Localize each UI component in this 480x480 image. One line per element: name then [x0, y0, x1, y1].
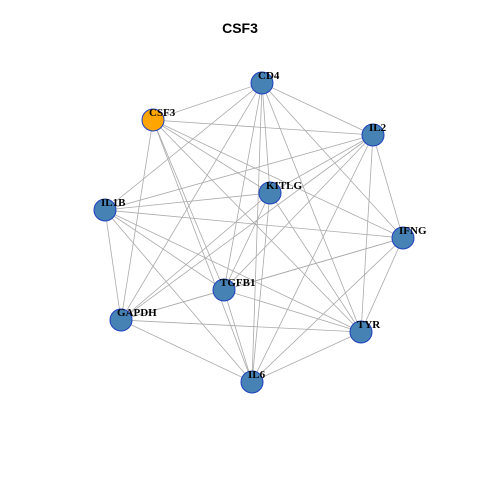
edge-il1b-tyr — [104, 209, 362, 333]
edge-csf3-tgfb1 — [152, 119, 225, 291]
edge-il2-gapdh — [120, 134, 374, 321]
node-label-tyr: TYR — [357, 319, 381, 331]
node-ifng: IFNG — [391, 225, 427, 250]
edge-csf3-gapdh — [120, 119, 154, 321]
node-il1b: IL1B — [93, 197, 126, 222]
edge-il1b-gapdh — [104, 209, 122, 321]
edge-il2-kitlg — [269, 134, 374, 194]
node-circle-il2 — [361, 123, 385, 147]
node-circle-cd4 — [250, 71, 274, 95]
edge-csf3-il2 — [152, 119, 374, 136]
node-tgfb1: TGFB1 — [212, 277, 255, 302]
node-circle-kitlg — [258, 181, 282, 205]
edge-cd4-tyr — [261, 82, 362, 333]
edge-cd4-csf3 — [152, 82, 263, 121]
edge-tgfb1-tyr — [223, 289, 362, 333]
edge-tyr-il6 — [251, 331, 362, 383]
edge-il1b-tgfb1 — [104, 209, 225, 291]
edge-kitlg-tgfb1 — [223, 192, 271, 291]
edge-il1b-il6 — [104, 209, 253, 383]
edge-gapdh-il6 — [120, 319, 253, 383]
node-label-il2: IL2 — [369, 122, 387, 134]
edge-cd4-tgfb1 — [223, 82, 263, 291]
edge-il2-tyr — [360, 134, 374, 333]
edge-cd4-il6 — [251, 82, 263, 383]
node-label-ifng: IFNG — [399, 225, 427, 237]
node-il6: IL6 — [240, 369, 266, 394]
edge-ifng-tyr — [360, 237, 404, 333]
edge-il2-il1b — [104, 134, 374, 211]
node-label-csf3: CSF3 — [149, 107, 176, 119]
edge-kitlg-tyr — [269, 192, 362, 333]
node-gapdh: GAPDH — [109, 307, 157, 332]
edge-il2-tgfb1 — [223, 134, 374, 291]
node-circle-gapdh — [109, 308, 133, 332]
edge-cd4-gapdh — [120, 82, 263, 321]
node-circle-csf3 — [141, 108, 165, 132]
edge-tgfb1-gapdh — [120, 289, 225, 321]
diagram-title: CSF3 — [222, 20, 258, 36]
node-label-gapdh: GAPDH — [117, 307, 157, 319]
node-circle-tgfb1 — [212, 278, 236, 302]
edge-cd4-ifng — [261, 82, 404, 239]
node-circle-il6 — [240, 370, 264, 394]
edge-il1b-ifng — [104, 209, 404, 239]
node-circle-tyr — [349, 320, 373, 344]
edge-kitlg-il6 — [251, 192, 271, 383]
node-csf3: CSF3 — [141, 107, 176, 132]
edge-cd4-il2 — [261, 82, 374, 136]
edge-kitlg-il1b — [104, 192, 271, 211]
node-cd4: CD4 — [250, 70, 280, 95]
node-circle-ifng — [391, 226, 415, 250]
edge-csf3-ifng — [152, 119, 404, 239]
node-kitlg: KITLG — [258, 180, 303, 205]
edge-cd4-il1b — [104, 82, 263, 211]
node-label-kitlg: KITLG — [266, 180, 303, 192]
node-label-il6: IL6 — [248, 369, 266, 381]
edge-csf3-tyr — [152, 119, 362, 333]
edge-il2-ifng — [372, 134, 404, 239]
edge-ifng-il6 — [251, 237, 404, 383]
edge-csf3-kitlg — [152, 119, 271, 194]
node-label-tgfb1: TGFB1 — [220, 277, 255, 289]
node-il2: IL2 — [361, 122, 387, 147]
node-label-il1b: IL1B — [101, 197, 126, 209]
edge-tgfb1-il6 — [223, 289, 253, 383]
node-label-cd4: CD4 — [258, 70, 280, 82]
edge-layer — [104, 82, 404, 383]
node-tyr: TYR — [349, 319, 381, 344]
edge-kitlg-gapdh — [120, 192, 271, 321]
edge-gapdh-tyr — [120, 319, 362, 333]
node-circle-il1b — [93, 198, 117, 222]
